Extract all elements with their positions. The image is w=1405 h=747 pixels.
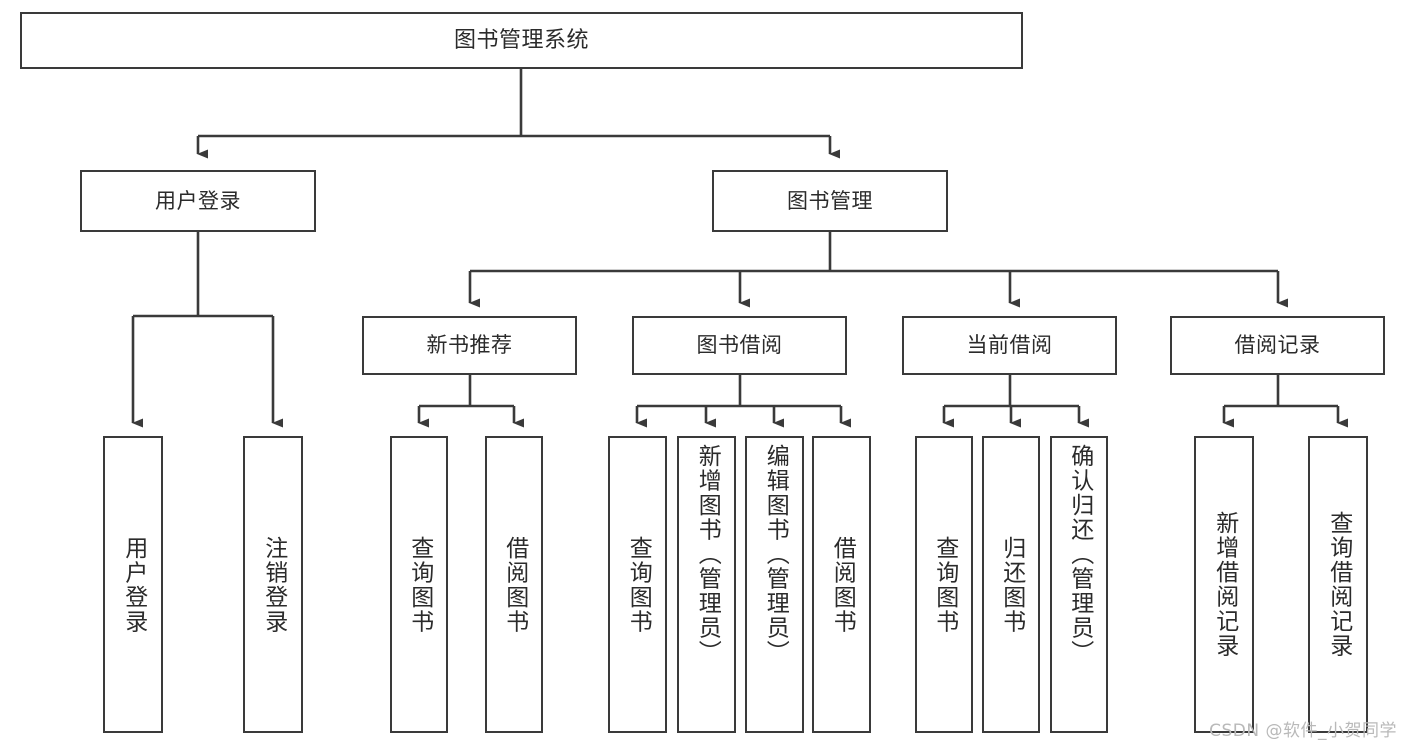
node-leaf-logout[interactable]: 注销登录 bbox=[243, 436, 303, 733]
node-book-management[interactable]: 图书管理 bbox=[712, 170, 948, 232]
node-book-borrow[interactable]: 图书借阅 bbox=[632, 316, 847, 375]
node-leaf-add-book-admin[interactable]: 新增图书（管理员） bbox=[677, 436, 736, 733]
node-leaf-borrow-book[interactable]: 借阅图书 bbox=[812, 436, 871, 733]
node-leaf-add-borrow-record[interactable]: 新增借阅记录 bbox=[1194, 436, 1254, 733]
node-leaf-logout-label: 注销登录 bbox=[260, 535, 287, 634]
node-leaf-borrow-book-recommend-label: 借阅图书 bbox=[501, 535, 528, 634]
node-leaf-return-book-label: 归还图书 bbox=[998, 535, 1025, 634]
node-borrow-records-label: 借阅记录 bbox=[1234, 333, 1321, 358]
node-new-book-recommend-label: 新书推荐 bbox=[426, 333, 513, 358]
node-user-login[interactable]: 用户登录 bbox=[80, 170, 316, 232]
node-leaf-return-book[interactable]: 归还图书 bbox=[982, 436, 1040, 733]
node-leaf-query-borrow-record-label: 查询借阅记录 bbox=[1325, 511, 1352, 658]
node-root-system[interactable]: 图书管理系统 bbox=[20, 12, 1023, 69]
node-leaf-query-book-borrow[interactable]: 查询图书 bbox=[608, 436, 667, 733]
node-current-borrow[interactable]: 当前借阅 bbox=[902, 316, 1117, 375]
node-leaf-edit-book-admin[interactable]: 编辑图书（管理员） bbox=[745, 436, 804, 733]
node-leaf-user-login-label: 用户登录 bbox=[120, 535, 147, 634]
node-leaf-borrow-book-recommend[interactable]: 借阅图书 bbox=[485, 436, 543, 733]
watermark-text: CSDN @软件_小贺同学 bbox=[1209, 721, 1397, 741]
node-leaf-query-book-current[interactable]: 查询图书 bbox=[915, 436, 973, 733]
node-root-system-label: 图书管理系统 bbox=[453, 27, 589, 53]
node-book-management-label: 图书管理 bbox=[787, 188, 873, 213]
node-leaf-add-book-admin-label: 新增图书（管理员） bbox=[694, 444, 721, 665]
node-leaf-query-book-recommend[interactable]: 查询图书 bbox=[390, 436, 448, 733]
node-leaf-query-borrow-record[interactable]: 查询借阅记录 bbox=[1308, 436, 1368, 733]
node-leaf-confirm-return-admin[interactable]: 确认归还（管理员） bbox=[1050, 436, 1108, 733]
node-leaf-user-login[interactable]: 用户登录 bbox=[103, 436, 163, 733]
node-user-login-label: 用户登录 bbox=[155, 188, 241, 213]
node-borrow-records[interactable]: 借阅记录 bbox=[1170, 316, 1385, 375]
node-leaf-confirm-return-admin-label: 确认归还（管理员） bbox=[1066, 444, 1093, 665]
node-leaf-borrow-book-label: 借阅图书 bbox=[829, 535, 856, 634]
node-leaf-query-book-current-label: 查询图书 bbox=[931, 535, 958, 634]
node-current-borrow-label: 当前借阅 bbox=[966, 333, 1053, 358]
node-book-borrow-label: 图书借阅 bbox=[696, 333, 783, 358]
node-leaf-edit-book-admin-label: 编辑图书（管理员） bbox=[762, 444, 789, 665]
node-leaf-query-book-recommend-label: 查询图书 bbox=[406, 535, 433, 634]
node-new-book-recommend[interactable]: 新书推荐 bbox=[362, 316, 577, 375]
node-leaf-add-borrow-record-label: 新增借阅记录 bbox=[1211, 511, 1238, 658]
node-leaf-query-book-borrow-label: 查询图书 bbox=[625, 535, 652, 634]
